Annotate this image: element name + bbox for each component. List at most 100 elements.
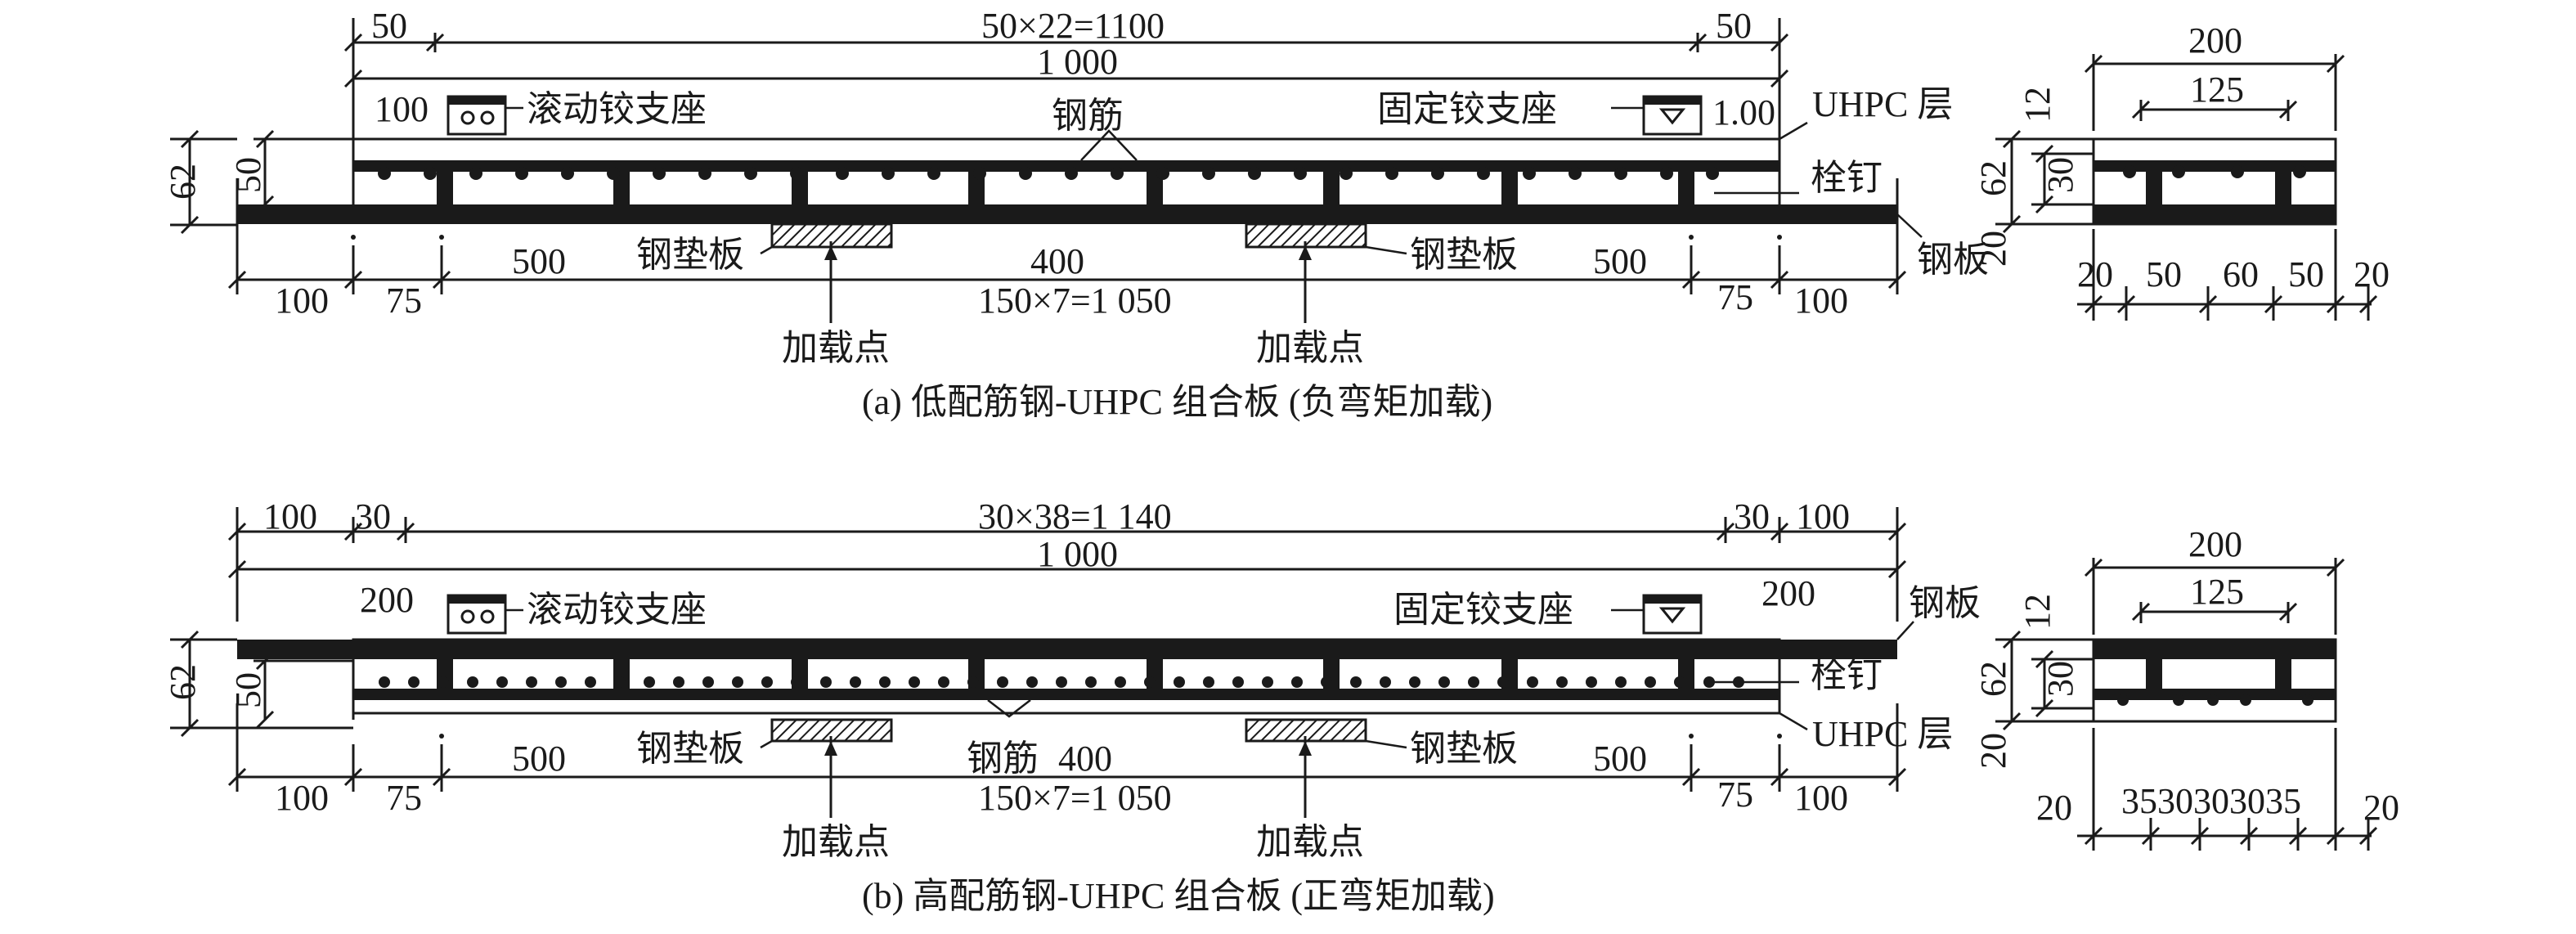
- section-b-d12: 12: [2017, 594, 2058, 630]
- dim-left-offset: 200: [360, 580, 414, 620]
- rebar-dot: [424, 167, 437, 180]
- rebar-dot: [836, 167, 849, 180]
- rebar-dot: [1468, 676, 1479, 688]
- dim-top-right-100: 100: [1796, 496, 1850, 537]
- rebar-dot: [1614, 167, 1627, 180]
- rebar-dot: [1065, 167, 1078, 180]
- label-rebar: 钢筋: [1052, 96, 1124, 136]
- rebar-dot: [1409, 676, 1420, 688]
- load-arrow-right: [1299, 245, 1312, 260]
- rebar-dot: [1674, 676, 1685, 688]
- rebar-dot: [644, 676, 655, 688]
- rebar-dot: [1291, 676, 1303, 688]
- dim-top-right: 50: [1716, 6, 1752, 46]
- section-a-d20: 20: [1973, 231, 2013, 267]
- fixed-support: [1642, 594, 1703, 635]
- dim-left-offset: 100: [375, 89, 429, 129]
- dim-top-mid: 30×38=1 140: [978, 496, 1172, 537]
- section-a-d12: 12: [2017, 87, 2058, 123]
- panel-b-dimension-lines: [170, 507, 1899, 818]
- section-a-width: 200: [2188, 20, 2242, 61]
- label-uhpc-layer: UHPC 层: [1812, 714, 1953, 754]
- label-roller-support: 滚动铰支座: [527, 590, 707, 630]
- rebar-dot: [1438, 676, 1450, 688]
- rebar-dot: [967, 676, 979, 688]
- rebar-dot: [1174, 676, 1185, 688]
- rebar-dot: [408, 676, 420, 688]
- dim-span-mid: 400: [1058, 739, 1112, 779]
- rebar-dot: [1340, 167, 1353, 180]
- dim-height: 62: [163, 664, 203, 700]
- rebar-dot: [1645, 676, 1656, 688]
- rebar-dot: [1262, 676, 1273, 688]
- steel-plate: [237, 204, 1897, 224]
- dotted-markers: [439, 734, 1782, 739]
- rebar-dot: [909, 676, 920, 688]
- rebar-dot: [791, 676, 802, 688]
- fixed-support: [1642, 95, 1703, 136]
- rebar-dot: [561, 167, 574, 180]
- panel-a-dimension-lines: [170, 18, 1899, 323]
- rebar-dot: [1523, 167, 1536, 180]
- rebar-dot: [515, 167, 528, 180]
- rebar-dot: [379, 676, 390, 688]
- rebar-dot: [1431, 167, 1444, 180]
- roller-support: [447, 95, 507, 136]
- panel-a: 50 50×22=1100 50 1 000 100 1.00 62 50 50…: [163, 6, 2390, 422]
- dim-span-right: 500: [1593, 241, 1647, 281]
- rebar-dot: [790, 167, 803, 180]
- panel-a-ticks: [180, 33, 1907, 290]
- caption-a: (a) 低配筋钢-UHPC 组合板 (负弯矩加载): [862, 382, 1492, 422]
- rebar-dot: [1477, 167, 1490, 180]
- rebar-dot: [1248, 167, 1261, 180]
- steel-plate: [237, 640, 1897, 659]
- uhpc-layer-outline: [352, 638, 1781, 715]
- leader-lines: [505, 106, 1923, 255]
- rebar-dot: [653, 167, 666, 180]
- dim-span-right: 500: [1593, 739, 1647, 779]
- rebar-dot: [1019, 167, 1032, 180]
- rebar-dot: [698, 167, 711, 180]
- section-a-b1: 50: [2146, 254, 2182, 294]
- section-a-b3: 50: [2288, 254, 2324, 294]
- label-steel-plate: 钢板: [1917, 240, 1989, 280]
- rebar-dot: [1380, 676, 1391, 688]
- rebar-dot: [1232, 676, 1244, 688]
- rebar-dot: [555, 676, 567, 688]
- label-pad-right: 钢垫板: [1410, 729, 1518, 769]
- dim-top-left-30: 30: [355, 496, 391, 537]
- load-arrow-left: [824, 245, 837, 260]
- rebar-dot: [702, 676, 714, 688]
- rebar-dot: [1144, 676, 1156, 688]
- rebar-dot: [1294, 167, 1307, 180]
- rebar-dot: [1056, 676, 1067, 688]
- panel-b: 100 30 30×38=1 140 30 100 1 000 200 200 …: [163, 496, 2399, 916]
- section-b-d62: 62: [1973, 661, 2013, 697]
- rebar-dot: [744, 167, 757, 180]
- dim-inner-height: 50: [228, 157, 268, 193]
- rebar-dot: [938, 676, 949, 688]
- section-a-b4: 20: [2354, 254, 2390, 294]
- label-fixed-support: 固定铰支座: [1393, 590, 1573, 630]
- rebar-dot: [879, 676, 891, 688]
- dim-total: 1 000: [1037, 42, 1118, 82]
- rebar-line: [353, 160, 1779, 172]
- panel-b-slab: [237, 594, 1914, 756]
- label-pad-right: 钢垫板: [1410, 235, 1518, 275]
- rebar-dot: [1115, 676, 1126, 688]
- section-a-inner: 125: [2190, 70, 2244, 110]
- panel-a-slab: [237, 95, 1923, 260]
- rebar-dot: [1321, 676, 1332, 688]
- caption-b: (b) 高配筋钢-UHPC 组合板 (正弯矩加载): [862, 876, 1495, 916]
- steel-pad-right: [1245, 222, 1367, 249]
- label-rebar: 钢筋: [967, 739, 1039, 779]
- panel-b-text: 100 30 30×38=1 140 30 100 1 000 200 200 …: [163, 496, 1981, 916]
- label-load-right: 加载点: [1256, 328, 1364, 368]
- dim-span-left: 500: [512, 739, 566, 779]
- label-pad-left: 钢垫板: [636, 235, 744, 275]
- dim-bot-75-left: 75: [386, 281, 422, 321]
- rebar-dots: [378, 167, 1719, 180]
- label-steel-plate: 钢板: [1909, 583, 1981, 623]
- rebar-dot: [469, 167, 482, 180]
- label-load-left: 加载点: [782, 328, 890, 368]
